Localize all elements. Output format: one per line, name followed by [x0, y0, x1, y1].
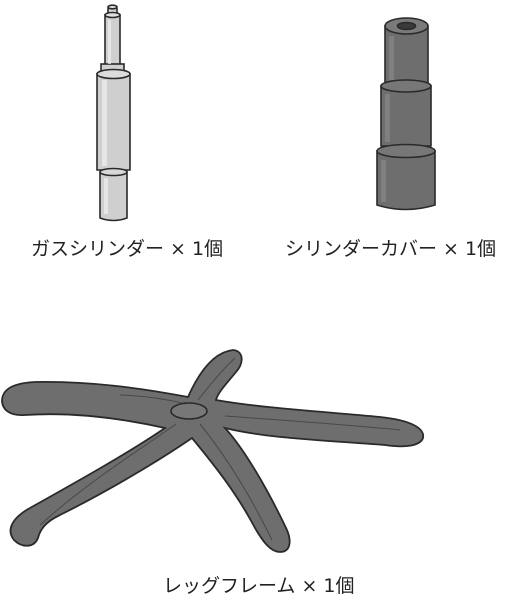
cylinder-cover-label: シリンダーカバー × 1個 — [285, 238, 497, 260]
gas-cylinder-label: ガスシリンダー × 1個 — [31, 238, 224, 260]
leg-frame-label: レッグフレーム × 1個 — [163, 575, 355, 597]
